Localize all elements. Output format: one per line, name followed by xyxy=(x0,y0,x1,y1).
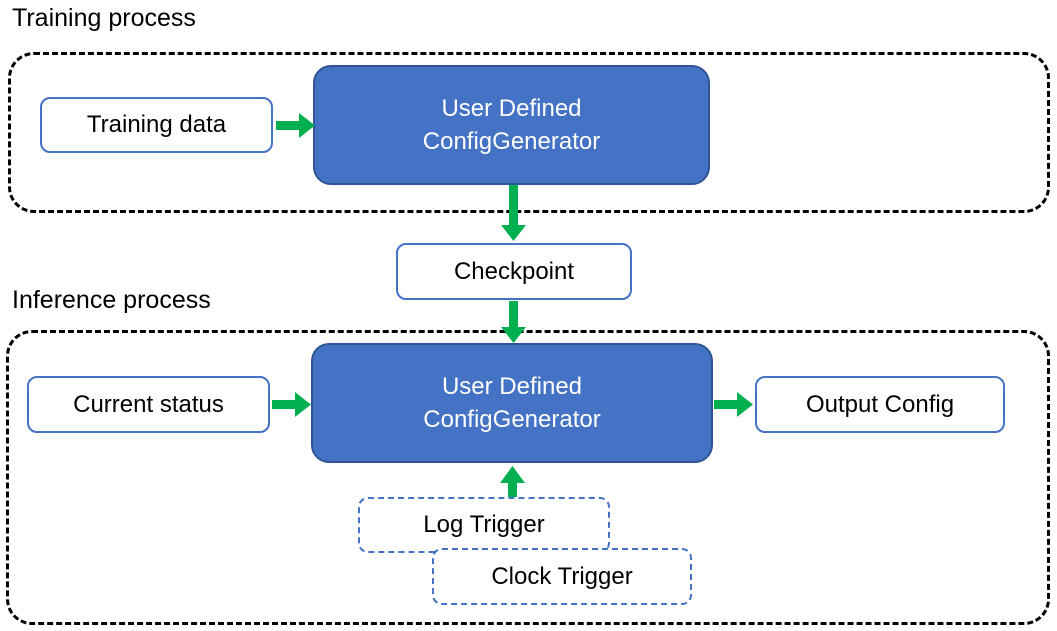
current-status-box: Current status xyxy=(27,376,270,433)
config-generator-inference-box: User Defined ConfigGenerator xyxy=(311,343,713,463)
config-generator-training-box: User Defined ConfigGenerator xyxy=(313,65,710,185)
inference-process-container xyxy=(6,330,1050,625)
training-process-container xyxy=(8,52,1050,213)
clock-trigger-box: Clock Trigger xyxy=(432,548,692,605)
training-data-box: Training data xyxy=(40,97,273,153)
inference-process-title: Inference process xyxy=(12,286,211,314)
log-trigger-box: Log Trigger xyxy=(358,497,610,553)
output-config-box: Output Config xyxy=(755,376,1005,433)
training-process-title: Training process xyxy=(12,4,196,32)
checkpoint-box: Checkpoint xyxy=(396,243,632,300)
